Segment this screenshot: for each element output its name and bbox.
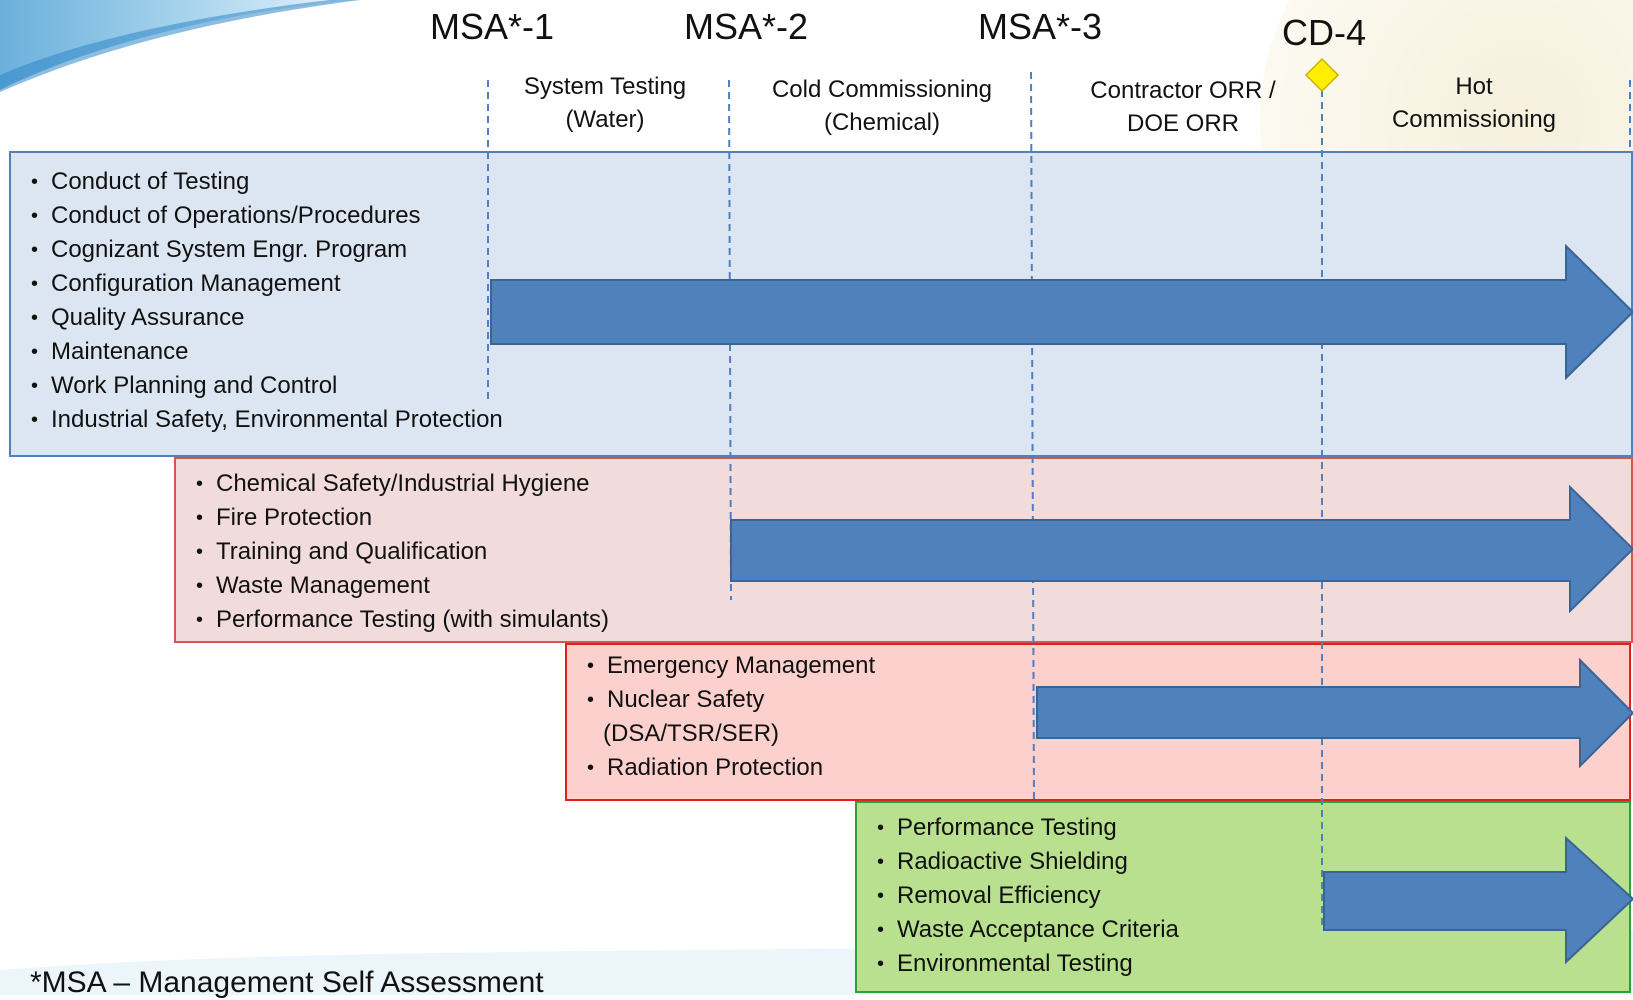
list-item: Waste Management	[192, 569, 1631, 603]
list-item-continuation: (DSA/TSR/SER)	[603, 720, 780, 747]
list-item: Industrial Safety, Environmental Protect…	[27, 403, 1631, 437]
list-item: Quality Assurance	[27, 301, 1631, 335]
group-3-list: Emergency Management Nuclear Safety (DSA…	[583, 649, 1629, 785]
phase-line-1: System Testing	[523, 73, 687, 100]
phase-hot-commissioning: Hot Commissioning	[1356, 70, 1592, 136]
list-item: Cognizant System Engr. Program	[27, 233, 1631, 267]
arrow-group-2	[730, 484, 1633, 614]
group-2-list: Chemical Safety/Industrial Hygiene Fire …	[192, 467, 1631, 637]
list-item: Conduct of Testing	[27, 165, 1631, 199]
phase-line-2: DOE ORR	[1126, 110, 1239, 137]
list-item: Configuration Management	[27, 267, 1631, 301]
msa-3-divider	[1030, 71, 1035, 801]
list-item: Conduct of Operations/Procedures	[27, 199, 1631, 233]
group-4-list: Performance Testing Radioactive Shieldin…	[873, 811, 1629, 981]
phase-line-1: Contractor ORR /	[1090, 77, 1276, 104]
phase-line-1: Cold Commissioning	[771, 76, 993, 103]
phase-system-testing: System Testing (Water)	[488, 70, 722, 136]
list-item: Performance Testing	[873, 811, 1629, 845]
list-item: Training and Qualification	[192, 535, 1631, 569]
footnote: *MSA – Management Self Assessment	[30, 966, 544, 999]
phase-line-2: (Water)	[565, 106, 645, 133]
list-item: Waste Acceptance Criteria	[873, 913, 1629, 947]
list-item: Fire Protection	[192, 501, 1631, 535]
phase-cold-commissioning: Cold Commissioning (Chemical)	[740, 73, 1024, 139]
arrow-group-3	[1036, 657, 1633, 769]
arrow-group-4	[1323, 835, 1633, 965]
phase-line-1: Hot	[1455, 73, 1493, 100]
milestone-msa-2-label: MSA*-2	[684, 6, 809, 47]
list-item: Nuclear Safety	[583, 683, 1629, 717]
group-box-4: Performance Testing Radioactive Shieldin…	[855, 801, 1631, 993]
phase-orr: Contractor ORR / DOE ORR	[1050, 74, 1316, 140]
milestone-msa-1-label: MSA*-1	[430, 6, 555, 47]
cd-4-diamond-icon	[1304, 57, 1340, 93]
phase-line-2: Commissioning	[1391, 106, 1557, 133]
milestone-cd-4-label: CD-4	[1282, 12, 1367, 53]
list-item: Removal Efficiency	[873, 879, 1629, 913]
list-item: Work Planning and Control	[27, 369, 1631, 403]
list-item: Emergency Management	[583, 649, 1629, 683]
list-item: Radioactive Shielding	[873, 845, 1629, 879]
msa-2-divider	[728, 79, 732, 601]
list-item: Maintenance	[27, 335, 1631, 369]
group-1-list: Conduct of Testing Conduct of Operations…	[27, 165, 1631, 437]
list-item: Chemical Safety/Industrial Hygiene	[192, 467, 1631, 501]
arrow-group-1	[490, 243, 1633, 381]
list-item: Performance Testing (with simulants)	[192, 603, 1631, 637]
list-item: Radiation Protection	[583, 751, 1629, 785]
phase-line-2: (Chemical)	[823, 109, 940, 136]
milestone-msa-3-label: MSA*-3	[978, 6, 1103, 47]
list-item: Environmental Testing	[873, 947, 1629, 981]
